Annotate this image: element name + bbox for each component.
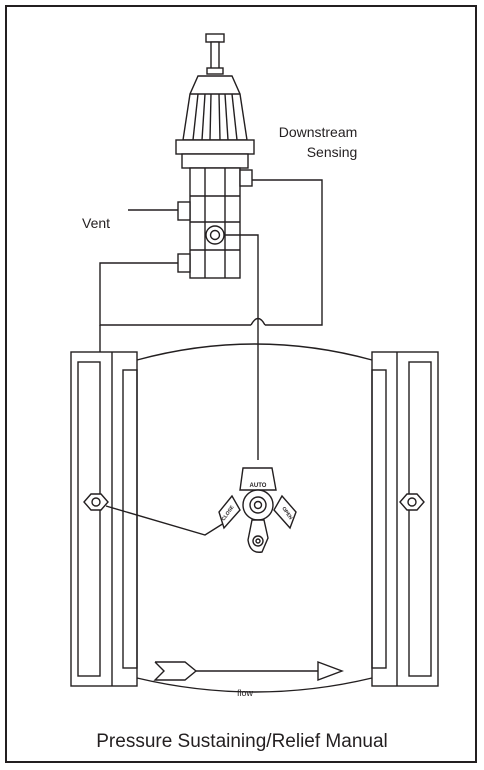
main-valve: [70, 343, 439, 693]
downstream-sensing-line: [252, 179, 323, 326]
left-hex-plug: [83, 493, 109, 511]
valve-body-top: [136, 343, 373, 361]
adjusting-nut: [206, 67, 224, 75]
ball-valve-auto-label: AUTO: [250, 483, 267, 489]
valve-body-bottom: [136, 677, 373, 693]
left-flange: [70, 351, 138, 687]
inlet-port: [177, 253, 191, 273]
ball-valve-line: [224, 234, 259, 460]
flow-arrow: [153, 660, 344, 682]
pilot-body: [189, 167, 241, 279]
ball-valve-body: [242, 489, 274, 521]
supply-line: [99, 262, 251, 326]
downstream-label-line2: Sensing: [307, 144, 358, 160]
pilot-gauge-port: [205, 225, 225, 245]
pilot-assembly: [175, 33, 255, 279]
caption: Pressure Sustaining/Relief Manual: [96, 731, 388, 752]
pilot-bonnet: [182, 75, 248, 141]
ball-valve: [218, 467, 297, 553]
adjusting-screw: [210, 41, 220, 71]
right-hex-plug: [399, 493, 425, 511]
downstream-sensing-port: [239, 169, 253, 187]
downstream-label-line1: Downstream: [279, 124, 358, 140]
adjusting-screw-cap: [205, 33, 225, 43]
pilot-diaphragm-housing: [175, 139, 255, 155]
right-flange: [371, 351, 439, 687]
vent-port: [177, 201, 191, 221]
flow-label: flow: [237, 688, 254, 698]
vent-label: Vent: [82, 215, 110, 231]
